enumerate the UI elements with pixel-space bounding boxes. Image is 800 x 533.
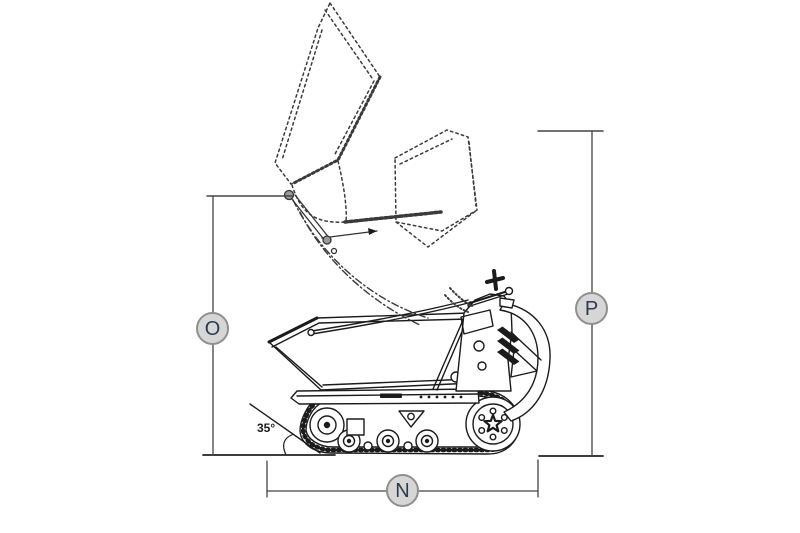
dimension-badge-n-label: N (395, 479, 410, 502)
road-wheels (337, 429, 439, 453)
dimension-badge-o-label: O (204, 317, 221, 340)
track-assembly (299, 389, 521, 455)
dimension-badge-o: O (196, 312, 229, 345)
tip-angle-arc (249, 403, 321, 456)
ground-line (202, 454, 604, 457)
dimension-badge-p-label: P (584, 297, 599, 320)
drive-sprocket (465, 396, 521, 452)
raised-bed-dashed-outline (274, 2, 478, 248)
tip-angle-label: 35° (257, 421, 276, 435)
dimension-badge-n: N (386, 474, 419, 507)
rear-cowl (497, 297, 551, 422)
dimension-badge-p: P (575, 292, 608, 325)
handlebar (307, 269, 514, 337)
engine-louvers (497, 326, 520, 365)
hinge-and-cylinder (283, 189, 378, 255)
tipping-linkage-dashed (292, 199, 473, 326)
chassis (290, 388, 480, 405)
